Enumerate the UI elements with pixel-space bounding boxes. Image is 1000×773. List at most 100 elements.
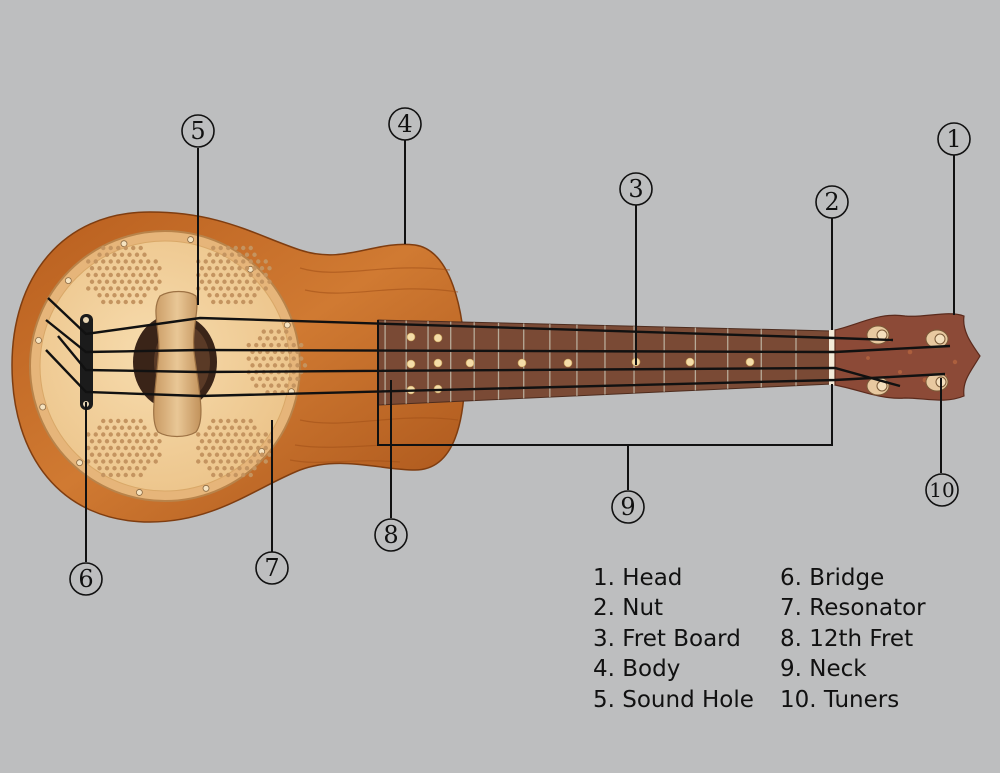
perforation [267, 439, 272, 444]
perforation [244, 466, 250, 471]
perforation [149, 439, 155, 444]
perforation [226, 432, 231, 437]
perforation [233, 472, 238, 478]
perforation [222, 266, 227, 271]
perforation [259, 452, 265, 457]
fret-marker-dot [517, 358, 527, 368]
resonator [29, 230, 308, 502]
perforation [250, 363, 255, 368]
perforation [287, 376, 293, 382]
perforation [93, 272, 98, 278]
perforation [226, 418, 231, 424]
screw [120, 240, 128, 248]
perforation [257, 336, 263, 341]
perforation [244, 279, 250, 284]
callout-5-label: 5 [190, 117, 205, 145]
perforation [196, 445, 201, 451]
perforation [142, 266, 147, 271]
perforation [214, 425, 220, 430]
perforation [218, 272, 223, 278]
perforation [233, 272, 238, 278]
perforation [101, 272, 106, 278]
perforation [237, 452, 242, 457]
perforation [86, 286, 91, 291]
perforation [272, 336, 278, 341]
perforation [108, 459, 113, 464]
perforation [263, 259, 268, 264]
perforation [104, 252, 110, 257]
perforation [157, 452, 162, 457]
perforation [229, 279, 235, 284]
perforation [233, 418, 238, 424]
perforation [138, 472, 143, 478]
legend-item-tuners: 10. Tuners [780, 686, 900, 713]
perforation [241, 259, 246, 264]
callout-1: 1 [937, 122, 971, 156]
perforation [257, 376, 263, 382]
callout-10-label: 10 [929, 478, 954, 502]
perforation [211, 459, 216, 464]
perforation [214, 252, 220, 257]
perforation [108, 472, 113, 478]
perforation [226, 459, 231, 464]
perforation [86, 459, 91, 464]
perforation [116, 472, 121, 478]
perforation [89, 279, 95, 284]
perforation [252, 266, 257, 271]
perforation [269, 383, 274, 388]
perforation [89, 452, 95, 457]
perforation [222, 466, 227, 471]
fretboard [377, 319, 835, 406]
perforation [134, 452, 140, 457]
perforation [284, 329, 289, 334]
perforation [229, 452, 235, 457]
perforation [211, 245, 216, 251]
perforation [203, 259, 208, 264]
perforation [112, 252, 117, 257]
perforation [142, 252, 147, 257]
perforation [284, 383, 289, 388]
perforation [116, 432, 121, 437]
perforation [241, 445, 246, 451]
perforation [237, 466, 242, 471]
perforation [127, 439, 132, 444]
perforation [127, 425, 132, 430]
perforation [241, 272, 246, 278]
perforation [97, 466, 102, 471]
fret-marker-dot [406, 359, 416, 369]
perforation [101, 459, 106, 464]
perforation [218, 459, 223, 464]
perforation [123, 286, 128, 291]
screw [202, 484, 210, 492]
perforation [112, 293, 117, 298]
perforation [153, 272, 158, 278]
perforation [252, 466, 257, 471]
perforation [134, 293, 140, 298]
perforation [246, 342, 251, 348]
perforation [269, 342, 274, 348]
perforation [116, 418, 121, 424]
screw [135, 489, 143, 496]
perforation [142, 466, 147, 471]
perforation [146, 272, 151, 278]
callout-6: 6 [69, 562, 103, 596]
perforation [101, 286, 106, 291]
fret-marker-dot [745, 357, 755, 367]
perforation [142, 279, 147, 284]
perforation [89, 266, 95, 271]
perforation [218, 245, 223, 251]
perforation [112, 439, 117, 444]
perforation [93, 259, 98, 264]
perforation [123, 245, 128, 251]
perforation [276, 329, 281, 334]
perforation [138, 286, 143, 291]
perforation [241, 286, 246, 291]
perforation [248, 472, 253, 478]
perforation [119, 252, 125, 257]
perforation [241, 459, 246, 464]
perforation [259, 439, 265, 444]
callout-7-label: 7 [264, 554, 279, 582]
perforation [229, 252, 235, 257]
callout-9: 9 [611, 490, 645, 524]
callouts: 1 2 3 4 5 6 7 8 9 10 [69, 107, 971, 596]
